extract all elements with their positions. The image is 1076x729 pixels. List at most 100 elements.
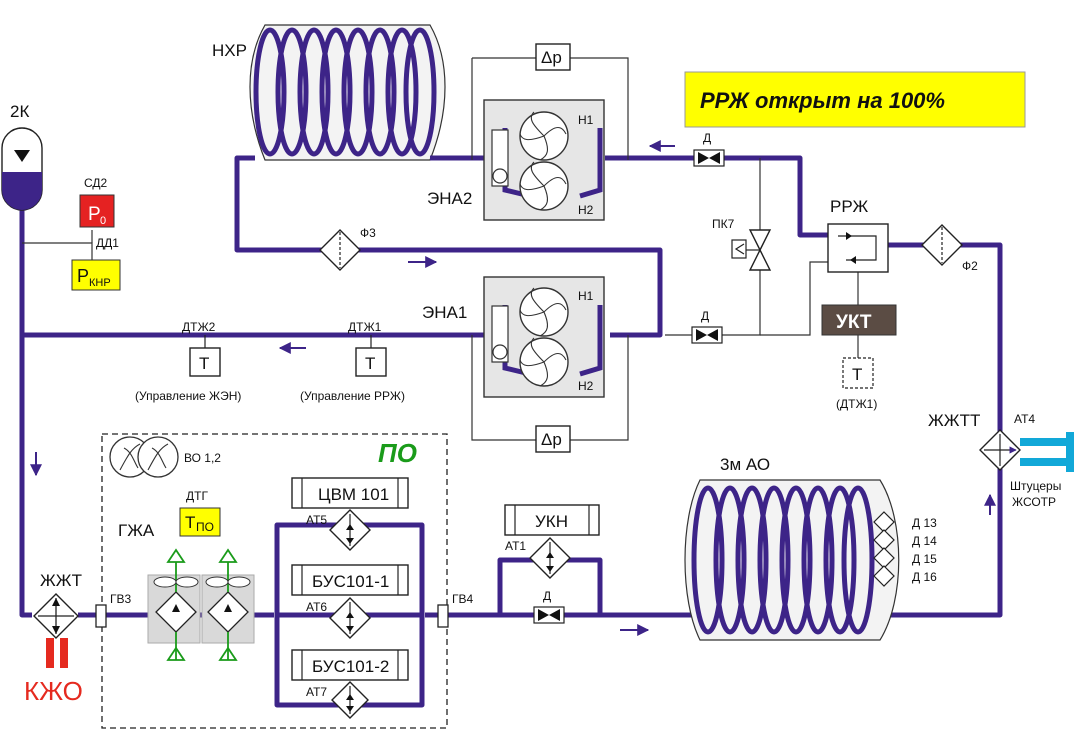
ena1-n1-label: Н1 [578,289,594,303]
f3-label: Ф3 [360,226,376,240]
f2-label: Ф2 [962,259,978,273]
tsvm-block [291,477,409,509]
at7-label: АТ7 [306,685,327,699]
p0-sub: 0 [100,215,106,227]
pk7-label: ПК7 [712,217,735,231]
gas-liquid-hx-gzha [147,548,255,661]
dtzh2-t: T [199,354,209,373]
nxr-label: НХР [212,41,247,60]
kzho-pipe-1 [46,638,54,668]
flow-arrows [30,140,996,636]
rrzh-valve [827,223,889,273]
tsvm-label: ЦВМ 101 [318,485,389,504]
shtutsery-label-2: ЖСОТР [1012,495,1056,509]
kzho-pipe-2 [60,638,68,668]
filter-f3 [319,229,361,271]
ena1-pump-unit [483,276,605,398]
ctrl-zhen-label: (Управление ЖЭН) [135,389,241,403]
ctrl-rrzh-label: (Управление РРЖ) [300,389,405,403]
valve-pk7 [731,229,772,271]
ena2-n2-label: Н2 [578,203,594,217]
ukt-sensor-t: T [852,365,862,384]
ena2-pump-unit [483,99,605,221]
tank-2k-label: 2К [10,102,29,121]
ukt-block [821,304,897,336]
sd2-sensor [79,194,115,228]
bus2-block [291,649,409,681]
zm-ao-label: 3м АО [720,455,770,474]
at4-label: АТ4 [1014,412,1035,426]
at5-label: АТ5 [306,513,327,527]
pknr-sub: КНР [89,277,111,289]
d16-label: Д 16 [912,570,937,584]
d-bottom-label: Д [543,589,551,603]
ukt-sensor [842,357,874,389]
hx-zhzht [33,593,79,639]
vo-label: ВО 1,2 [184,451,221,465]
tpo-sub: ПО [196,520,214,534]
nxr-heat-exchanger [249,24,446,161]
sensor-stack-d13-d16 [873,511,895,587]
dd1-label: ДД1 [96,236,119,250]
at6-label: АТ6 [306,600,327,614]
zhzhtt-label: ЖЖТТ [928,411,980,430]
throttle-mid [691,326,723,344]
po-label: ПО [378,438,417,468]
ukn-label: УКН [535,512,568,531]
fans-vo [109,436,179,478]
hx-zhzhtt [979,429,1074,472]
d14-label: Д 14 [912,534,937,548]
pknr-sensor [71,259,121,291]
dtg-label: ДТГ [186,489,208,503]
tpo-sensor [179,507,221,537]
ena1-label: ЭНА1 [422,303,467,322]
valve-gv3 [95,604,107,628]
ukn-block [504,504,600,536]
throttle-bottom [533,606,565,624]
ukt-dtzh1-label: (ДТЖ1) [836,397,877,411]
bus1-label: БУС101-1 [312,572,389,591]
throttle-top [693,149,725,167]
ena1-n2-label: Н2 [578,379,594,393]
dp-bottom-label: Δp [541,430,562,449]
tpo-main: T [185,513,195,532]
tank-2k [1,127,43,211]
p0-main: P [88,204,101,225]
zhzht-label: ЖЖТ [40,571,82,590]
d13-label: Д 13 [912,516,937,530]
hx-at5 [329,509,371,551]
bus1-block [291,564,409,596]
dp-top-box [535,43,571,71]
ena2-label: ЭНА2 [427,189,472,208]
status-banner [684,71,1026,128]
valve-gv4 [437,604,449,628]
d15-label: Д 15 [912,552,937,566]
hx-at6 [329,597,371,639]
po-compartment [101,433,448,729]
dtzh2-sensor [189,347,221,377]
gzha-label: ГЖА [118,521,155,540]
dp-top-label: Δp [541,48,562,67]
dtzh1-t: T [365,354,375,373]
status-banner-text: РРЖ открыт на 100% [700,88,945,113]
filter-f2 [921,224,963,266]
rrzh-label: РРЖ [830,197,868,216]
gv4-label: ГВ4 [452,592,474,606]
at1-label: АТ1 [505,539,526,553]
shtutsery-label-1: Штуцеры [1010,479,1061,493]
bus2-label: БУС101-2 [312,657,389,676]
d-top-label: Д [703,131,711,145]
pknr-main: P [77,266,89,286]
ena2-n1-label: Н1 [578,113,594,127]
radiator-3m-ao [684,479,900,641]
dtzh2-label: ДТЖ2 [182,320,216,334]
ukt-label: УКТ [836,312,872,333]
hx-at7 [331,681,369,719]
dtzh1-label: ДТЖ1 [348,320,382,334]
d-mid-label: Д [701,309,709,323]
sd2-label: СД2 [84,176,108,190]
dtzh1-sensor [355,347,387,377]
hx-at1 [529,537,571,579]
